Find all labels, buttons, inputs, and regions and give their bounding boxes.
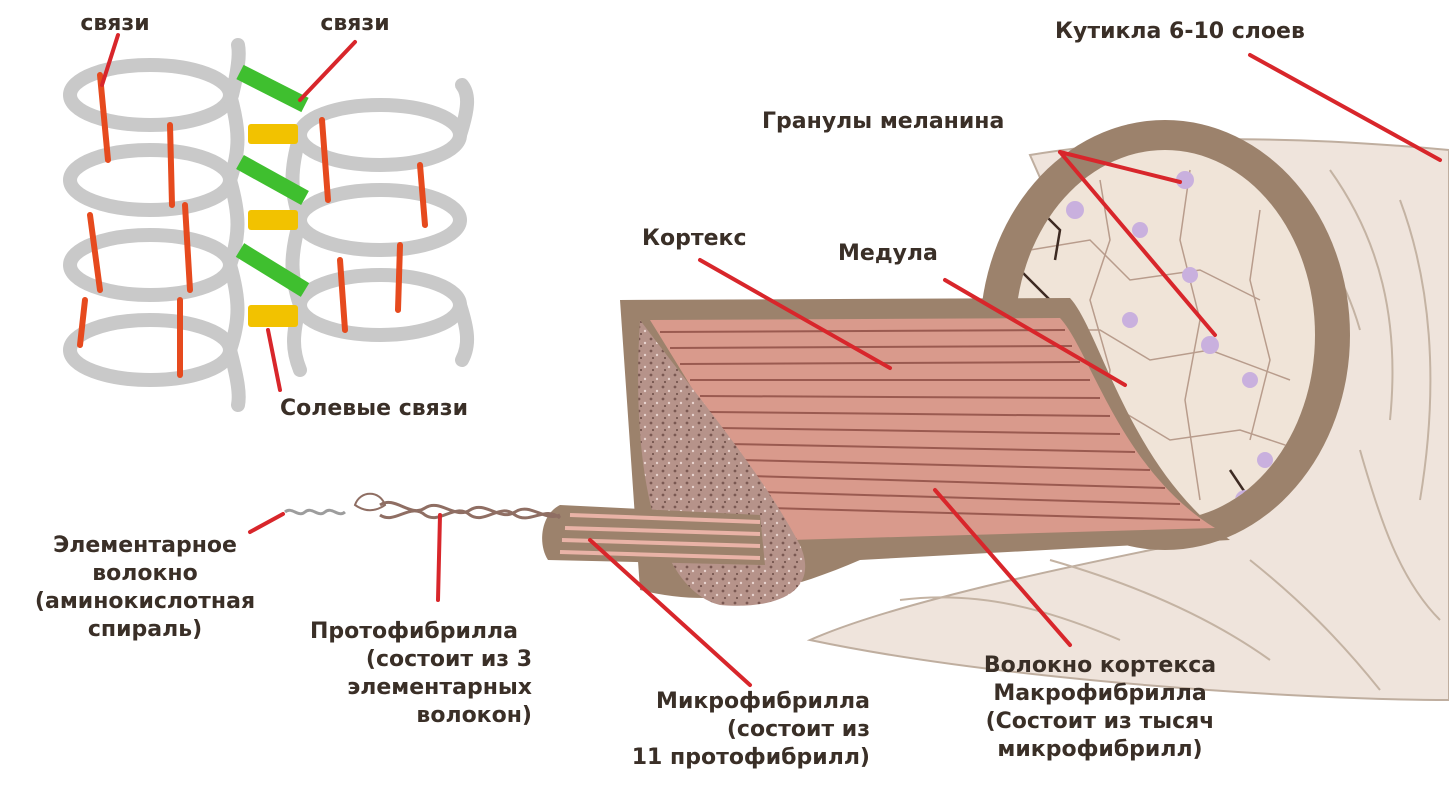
macrofibril-line-3: (Состоит из тысяч — [955, 708, 1245, 736]
elementary-fiber-label: Элементарное волокно (аминокислотная спи… — [20, 532, 270, 644]
salt-bonds-label: Солевые связи — [280, 395, 468, 423]
microfibril-line-2: (состоит из — [600, 716, 870, 744]
elementary-fiber-line-3: (аминокислотная — [20, 588, 270, 616]
bonds-right-label: связи — [300, 10, 410, 38]
protofibril-label: Протофибрилла (состоит из 3 элементарных… — [296, 618, 532, 730]
medulla-label: Медула — [838, 240, 938, 268]
microfibril-line-1: Микрофибрилла — [600, 688, 870, 716]
elementary-fiber-helix — [285, 510, 345, 513]
bonds-left-label: связи — [60, 10, 170, 38]
microfibril-line-3: 11 протофибрилл) — [600, 744, 870, 772]
elementary-fiber-line-1: Элементарное — [20, 532, 270, 560]
cuticle-label: Кутикла 6-10 слоев — [1055, 18, 1305, 46]
protofibril-line-2: (состоит из 3 — [296, 646, 532, 674]
protofibril-line-3: элементарных — [296, 674, 532, 702]
macrofibril-line-1: Волокно кортекса — [955, 652, 1245, 680]
cortex-label: Кортекс — [642, 225, 747, 253]
protofibril-line-4: волокон) — [296, 702, 532, 730]
macrofibril-line-2: Макрофибрилла — [955, 680, 1245, 708]
microfibril-label: Микрофибрилла (состоит из 11 протофибрил… — [600, 688, 870, 772]
macrofibril-line-4: микрофибрилл) — [955, 736, 1245, 764]
protofibril-line-1: Протофибрилла — [296, 618, 532, 646]
protofibril-rope — [355, 494, 560, 518]
elementary-fiber-line-2: волокно — [20, 560, 270, 588]
melanin-label: Гранулы меланина — [762, 108, 1004, 136]
elementary-fiber-line-4: спираль) — [20, 616, 270, 644]
macrofibril-label: Волокно кортекса Макрофибрилла (Состоит … — [955, 652, 1245, 764]
